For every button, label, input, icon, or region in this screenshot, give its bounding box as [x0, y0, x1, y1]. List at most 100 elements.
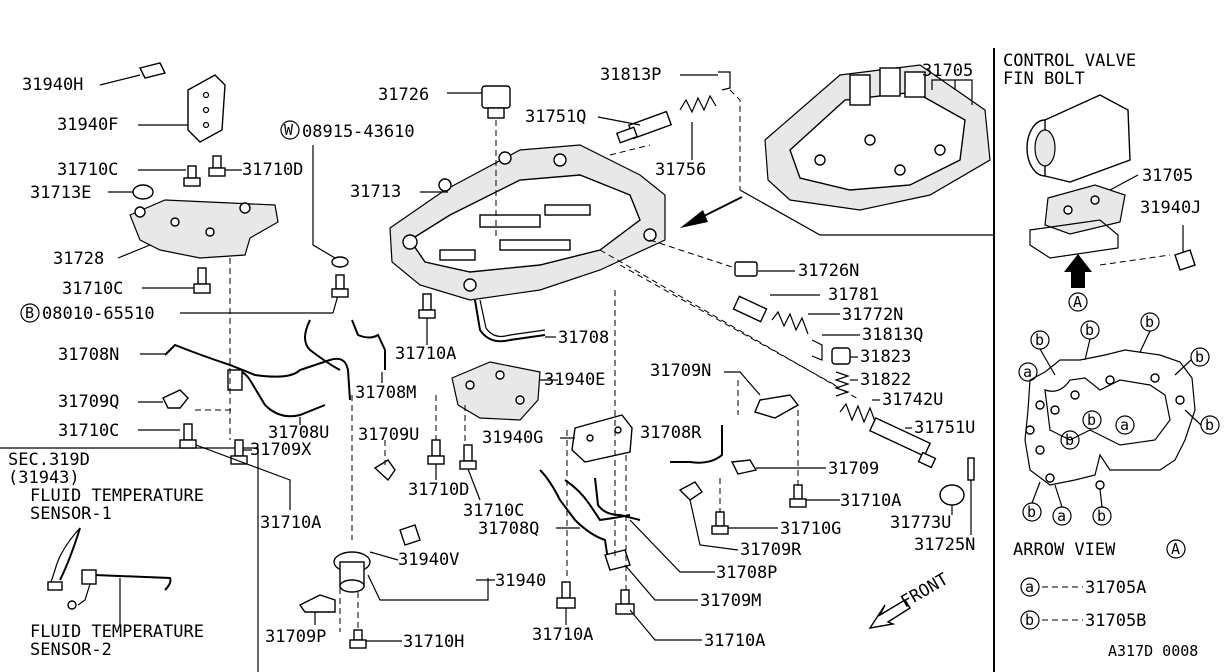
- label-31709m: 31709M: [700, 591, 761, 611]
- svg-text:b: b: [1195, 348, 1204, 366]
- label-31940f: 31940F: [57, 115, 118, 135]
- label-31713: 31713: [350, 182, 401, 202]
- label-31709x: 31709X: [250, 440, 312, 460]
- label-31709n: 31709N: [650, 361, 711, 381]
- label-31823: 31823: [860, 347, 911, 367]
- sensor2-label-line2: SENSOR-2: [30, 640, 112, 660]
- bolt-31710c-d: [459, 444, 477, 470]
- label-31756: 31756: [655, 160, 706, 180]
- marker-circle-w: [280, 120, 300, 140]
- svg-text:a: a: [1023, 363, 1032, 381]
- washer-08915: [331, 256, 349, 268]
- label-31940e: 31940E: [544, 370, 605, 390]
- part-31772n-spring: [771, 310, 809, 335]
- part-31813p-shape: [718, 71, 731, 91]
- label-31710c-b: 31710C: [62, 279, 123, 299]
- legend-b-text: 31705B: [1085, 611, 1146, 631]
- sec-label-line1: SEC.319D: [8, 450, 90, 470]
- bolt-31709x: [230, 439, 248, 465]
- label-31940v: 31940V: [398, 550, 459, 570]
- label-31710h: 31710H: [403, 632, 464, 652]
- label-31709u: 31709U: [358, 425, 419, 445]
- clip-31709m: [604, 549, 631, 571]
- svg-text:b: b: [1087, 411, 1096, 429]
- bolt-31710a-a: [418, 293, 436, 319]
- svg-text:b: b: [1035, 331, 1044, 349]
- label-31710a-c: 31710A: [840, 491, 901, 511]
- svg-text:b: b: [1145, 313, 1154, 331]
- arrow-view-markers: a b b b b b a b b b a b: [1018, 312, 1220, 526]
- arrow-view-marker-circle: [1166, 539, 1186, 559]
- label-31708r: 31708R: [640, 423, 702, 443]
- part-31726-shape: [481, 85, 511, 119]
- sensor2-label-line1: FLUID TEMPERATURE: [30, 622, 204, 642]
- label-31710g: 31710G: [780, 519, 841, 539]
- label-31710c-d: 31710C: [463, 501, 524, 521]
- part-31725n-shape: [967, 457, 975, 481]
- svg-text:b: b: [1027, 503, 1036, 521]
- pipe-31708u: [227, 369, 326, 418]
- diagram-code: A317D 0008: [1108, 642, 1198, 660]
- cv-arrow-marker-circle: [1068, 292, 1088, 312]
- clip-31709q: [162, 389, 189, 409]
- label-31751q: 31751Q: [525, 107, 586, 127]
- label-31708n: 31708N: [58, 345, 119, 365]
- label-31708: 31708: [558, 328, 609, 348]
- cv-inset-label-31940j: 31940J: [1140, 198, 1201, 218]
- front-label: FRONT: [898, 569, 952, 612]
- clip-31709p: [298, 594, 336, 613]
- cv-inset-title-line1: CONTROL VALVE: [1003, 51, 1136, 71]
- label-31813p: 31813P: [600, 65, 661, 85]
- part-31728-shape: [129, 199, 279, 259]
- bolt-31710a-c: [789, 484, 807, 508]
- svg-text:a: a: [1120, 416, 1129, 434]
- label-31940: 31940: [495, 571, 546, 591]
- label-31710a-e: 31710A: [704, 631, 765, 651]
- label-31705-top: 31705: [922, 61, 973, 81]
- label-31710c-a: 31710C: [57, 160, 118, 180]
- bolt-31710c-top: [183, 165, 201, 187]
- bolt-31710c-b: [193, 267, 211, 294]
- cv-inset-assembly: [1026, 94, 1131, 259]
- label-31940h: 31940H: [22, 75, 83, 95]
- label-31940g: 31940G: [482, 428, 543, 448]
- part-31940v-shape: [399, 524, 421, 546]
- svg-text:b: b: [1205, 416, 1214, 434]
- sensor1-label-line1: FLUID TEMPERATURE: [30, 486, 204, 506]
- part-31756-spring: [679, 94, 717, 114]
- label-31709p: 31709P: [265, 627, 326, 647]
- pipe-31708n: [164, 319, 351, 401]
- bolt-08010: [331, 274, 349, 298]
- label-31708p: 31708P: [716, 563, 777, 583]
- label-31726n: 31726N: [798, 261, 859, 281]
- label-31708u: 31708U: [268, 423, 329, 443]
- svg-text:a: a: [1057, 507, 1066, 525]
- legend-a-marker: a: [1025, 578, 1034, 596]
- label-31709q: 31709Q: [58, 392, 119, 412]
- clip-31709: [730, 459, 758, 475]
- arrow-view-marker-letter: A: [1171, 540, 1180, 558]
- part-31751u-spool: [868, 417, 937, 469]
- part-31813q-shape: [811, 339, 823, 361]
- clip-31709u: [373, 459, 396, 482]
- label-31708m: 31708M: [355, 383, 416, 403]
- part-31940f-shape: [187, 74, 226, 143]
- bolt-31710h: [349, 629, 367, 649]
- label-31713e: 31713E: [30, 183, 91, 203]
- legend-b-circle: [1020, 610, 1040, 630]
- part-31773u-shape: [939, 484, 965, 506]
- part-31940-shape: [333, 551, 371, 593]
- label-08010-65510: 08010-65510: [42, 304, 155, 324]
- bracket-31940g: [571, 414, 633, 463]
- label-31710a-a: 31710A: [395, 344, 456, 364]
- cv-inset-title-line2: FIN BOLT: [1003, 69, 1085, 89]
- label-31710c-c: 31710C: [58, 421, 119, 441]
- marker-circle-b: [20, 303, 40, 323]
- part-31940j-shape: [1174, 225, 1196, 271]
- svg-text:b: b: [1065, 431, 1074, 449]
- part-31742u-spring: [839, 402, 877, 425]
- sensor-inset-frame: [0, 447, 259, 672]
- clip-31709n: [754, 394, 800, 419]
- legend-a-text: 31705A: [1085, 578, 1146, 598]
